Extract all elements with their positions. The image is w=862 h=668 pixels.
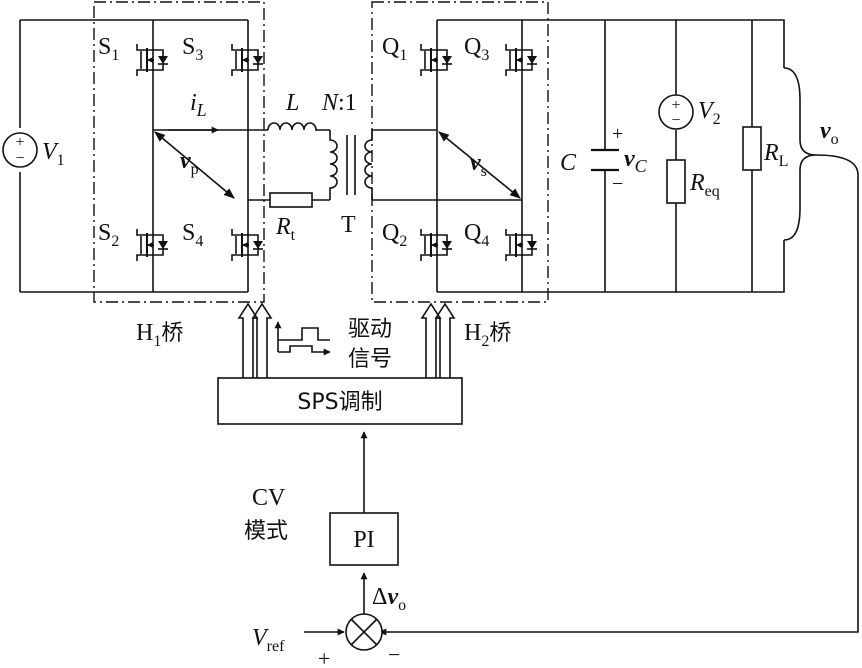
h2-bridge-wiring: [372, 19, 785, 293]
resistor-req-label: Req: [689, 170, 720, 200]
voltage-source-v2: + −: [658, 94, 694, 130]
h1-bridge-frame: [93, 1, 265, 303]
switch-q3-label: Q3: [464, 34, 489, 64]
resistor-rt-label: Rt: [275, 214, 296, 244]
transformer-t-icon: [329, 130, 373, 200]
cv-mode-line2: 模式: [244, 519, 288, 544]
switch-s4-label: S4: [182, 220, 203, 250]
sum-minus-sign: −: [388, 642, 400, 667]
cv-mode-line1: CV: [252, 485, 286, 511]
switch-s1-label: S1: [98, 34, 119, 64]
capacitor-c-icon: [591, 148, 619, 172]
drive-signal-arrows-h2: [420, 302, 456, 378]
resistor-rl-icon: [742, 126, 762, 171]
voltage-vs-label: vs: [470, 150, 487, 180]
bridge-h2-label: H2桥: [464, 320, 511, 350]
output-vo-label: vo: [820, 118, 839, 148]
voltage-vs-arrow: [438, 131, 521, 199]
svg-text:−: −: [671, 112, 680, 129]
current-il-label: iL: [190, 90, 207, 120]
summing-junction-icon: [345, 613, 383, 651]
voltage-source-v1: + −: [2, 132, 38, 168]
v1-label: V1: [42, 139, 65, 169]
pi-controller-block: [329, 512, 399, 566]
resistor-req-icon: [666, 159, 686, 204]
svg-text:+: +: [15, 134, 24, 151]
capacitor-c-label: C: [560, 150, 577, 176]
bridge-h1-label: H1桥: [136, 320, 183, 350]
pulse-waveform-icon: [274, 321, 331, 356]
sps-block-label: SPS调制: [297, 390, 382, 415]
voltage-vp-arrow: [154, 131, 235, 199]
output-brace: [783, 67, 817, 241]
switch-q1-label: Q1: [382, 34, 407, 64]
error-label: Δvo: [372, 584, 406, 614]
drive-signal-line1: 驱动: [348, 317, 392, 342]
inductor-l-icon: [267, 122, 330, 131]
v2-label: V2: [698, 98, 721, 128]
drive-signal-arrows-h1b: [251, 302, 273, 378]
resistor-rt-icon: [269, 192, 313, 208]
switch-q2-label: Q2: [382, 220, 407, 250]
svg-text:+: +: [671, 97, 680, 114]
capacitor-minus-sign: −: [612, 173, 623, 195]
pi-block-label: PI: [353, 527, 374, 553]
drive-signal-line2: 信号: [348, 347, 392, 372]
capacitor-voltage-label: vC: [624, 146, 648, 176]
sps-modulation-block: [217, 377, 463, 425]
resistor-rl-label: RL: [763, 140, 788, 170]
switch-q4-label: Q4: [464, 220, 489, 250]
switch-s3-label: S3: [182, 34, 203, 64]
h2-bridge-frame: [371, 1, 549, 303]
transformer-t-label: T: [341, 212, 356, 238]
turns-ratio-label: N:1: [321, 90, 357, 116]
inductor-l-label: L: [285, 90, 299, 116]
svg-text:−: −: [15, 150, 24, 167]
voltage-vp-label: vp: [180, 148, 199, 178]
reference-label: Vref: [252, 625, 285, 655]
switch-s2-label: S2: [98, 220, 119, 250]
capacitor-plus-sign: +: [612, 123, 623, 145]
sum-plus-sign: +: [318, 646, 330, 668]
feedback-wire: [379, 154, 859, 636]
